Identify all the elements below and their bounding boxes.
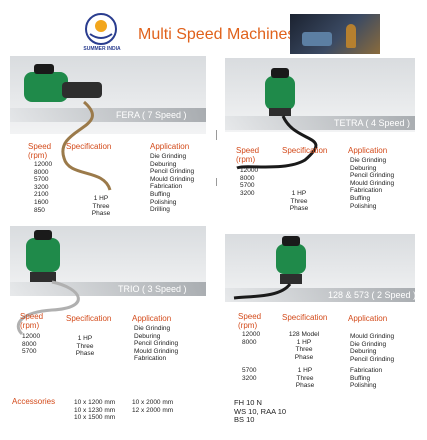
trio-machine-icon: [16, 230, 80, 336]
tetra-app-header: Application: [348, 146, 388, 155]
accessories-label: Accessories: [12, 397, 56, 406]
column-divider-top: [216, 130, 217, 140]
trio-spec-header: Specification: [66, 314, 112, 323]
trio-app-header: Application: [132, 314, 172, 323]
m128-label-band: [225, 288, 415, 302]
fera-label: FERA ( 7 Speed ): [116, 110, 187, 120]
header-photo: [290, 14, 380, 54]
m128-speed-header: Speed(rpm): [238, 312, 262, 330]
tetra-machine-icon: [236, 68, 318, 170]
tetra-label: TETRA ( 4 Speed ): [334, 118, 411, 128]
trio-label-band: [10, 282, 206, 296]
fera-label-band: [10, 108, 206, 122]
trio-label: TRIO ( 3 Speed ): [118, 284, 187, 294]
column-divider-mid: [216, 178, 217, 186]
fera-app-header: Application: [150, 142, 190, 151]
brand-name: SUMMER INDIA: [83, 46, 121, 52]
brand-logo-icon: [85, 13, 117, 45]
tetra-speed-header: Speed(rpm): [236, 146, 260, 164]
tetra-label-band: [225, 116, 415, 130]
m128-label: 128 & 573 ( 2 Speed ): [328, 290, 417, 300]
fera-spec-header: Specification: [66, 142, 112, 151]
m128-app-header: Application: [348, 314, 388, 323]
fera-speed-header: Speed(rpm): [28, 142, 52, 160]
m128-spec-header: Specification: [282, 313, 328, 322]
fera-machine-icon: [24, 64, 112, 191]
page-title: Multi Speed Machines: [138, 26, 296, 43]
tetra-spec-header: Specification: [282, 146, 328, 155]
m128-machine-icon: [233, 236, 306, 300]
trio-speed-header: Speed(rpm): [20, 312, 44, 330]
